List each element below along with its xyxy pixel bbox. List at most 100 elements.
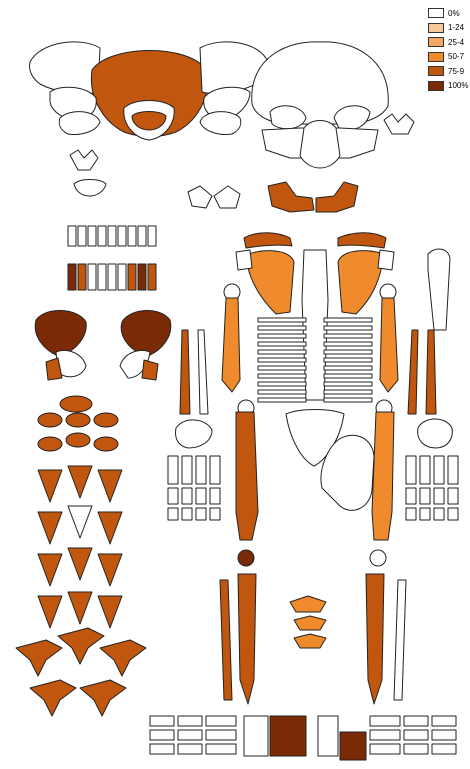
left-phalanx (182, 456, 192, 484)
thoracic-vertebra (38, 470, 62, 502)
right-femur (372, 412, 394, 540)
thoracic-vertebra (98, 596, 122, 628)
left-parietal (29, 42, 100, 94)
left-patella (238, 550, 254, 566)
lower-tooth (118, 264, 126, 290)
left-phalanx (182, 508, 192, 520)
left-ulna (198, 330, 208, 414)
left-coracoid (236, 250, 252, 270)
upper-tooth (128, 226, 136, 246)
upper-tooth (148, 226, 156, 246)
lower-tooth (138, 264, 146, 290)
left-auditory-element (188, 186, 212, 208)
thoracic-vertebra (98, 470, 122, 502)
right-metatarsal (432, 730, 456, 740)
left-scapula (248, 251, 294, 314)
thoracic-vertebra (68, 466, 92, 498)
left-phalanx (210, 456, 220, 484)
rib (324, 398, 372, 402)
lower-tooth (148, 264, 156, 290)
thoracic-vertebra (68, 548, 92, 580)
left-tibia (238, 574, 256, 704)
left-phalanx (168, 488, 178, 504)
rib (258, 326, 306, 330)
right-carpals (418, 419, 453, 448)
rib (258, 342, 306, 346)
right-metatarsal (404, 716, 428, 726)
lower-tooth (78, 264, 86, 290)
vertebral-column-disarticulated (16, 396, 146, 716)
upper-tooth (118, 226, 126, 246)
cervical-vertebra (94, 413, 118, 427)
cervical-vertebra (66, 413, 90, 427)
sternum-fragments (294, 616, 326, 630)
skull-anterior (252, 42, 389, 168)
rib (258, 318, 306, 322)
lower-tooth (128, 264, 136, 290)
foot-bones (150, 716, 456, 760)
right-tibia (366, 574, 384, 704)
left-calcaneus (270, 716, 306, 756)
right-orbit (334, 106, 370, 131)
rib (324, 342, 372, 346)
upper-tooth (138, 226, 146, 246)
lower-tooth (108, 264, 116, 290)
right-phalanx (406, 508, 416, 520)
rib (324, 334, 372, 338)
right-phalanx (448, 456, 458, 484)
left-phalanx (168, 456, 178, 484)
left-metatarsal (206, 716, 236, 726)
right-phalanx (420, 488, 430, 504)
os-coxae-block (35, 310, 171, 380)
right-phalanx (448, 508, 458, 520)
lumbar-vertebra (100, 640, 146, 676)
right-ilium (121, 310, 171, 356)
right-auditory-element (214, 186, 240, 208)
rib (258, 366, 306, 370)
left-petrous (59, 112, 100, 135)
rib (258, 382, 306, 386)
rib (258, 358, 306, 362)
lumbar-vertebra (80, 680, 126, 716)
left-phalanx (182, 488, 192, 504)
right-phalanx (420, 508, 430, 520)
right-ossicles (384, 114, 414, 134)
left-humerus (222, 298, 240, 392)
right-coracoid (378, 250, 394, 270)
nasal-aperture (300, 121, 340, 169)
right-patella (370, 550, 386, 566)
right-phalanx (434, 488, 444, 504)
rib (258, 398, 306, 402)
right-radius (426, 330, 436, 414)
lower-tooth (98, 264, 106, 290)
right-phalanx (434, 508, 444, 520)
right-scapula-isolated (428, 249, 450, 330)
left-phalanx (210, 488, 220, 504)
upper-tooth (88, 226, 96, 246)
right-carpals-metacarpals (406, 419, 458, 520)
right-clavicle (338, 233, 386, 248)
rib (324, 374, 372, 378)
left-radius (180, 330, 190, 414)
rib (324, 390, 372, 394)
left-metatarsal (150, 730, 174, 740)
right-ischial-tuberosity (142, 360, 158, 380)
rib (258, 390, 306, 394)
cervical-vertebra (66, 433, 90, 447)
right-phalanx (434, 456, 444, 484)
right-metatarsal (432, 716, 456, 726)
left-carpals (176, 420, 213, 448)
thoracic-vertebra (38, 554, 62, 586)
articulated-skeleton (220, 233, 406, 704)
mandible (188, 182, 358, 212)
cervical-vertebra (94, 437, 118, 451)
left-metatarsal (178, 744, 202, 754)
left-metatarsal (206, 744, 236, 754)
right-calcaneus (340, 732, 366, 760)
lower-tooth (68, 264, 76, 290)
rib (258, 350, 306, 354)
hyoid-bone (74, 180, 106, 197)
right-fibula (394, 580, 406, 700)
cervical-vertebra (38, 413, 62, 427)
right-phalanx (420, 456, 430, 484)
